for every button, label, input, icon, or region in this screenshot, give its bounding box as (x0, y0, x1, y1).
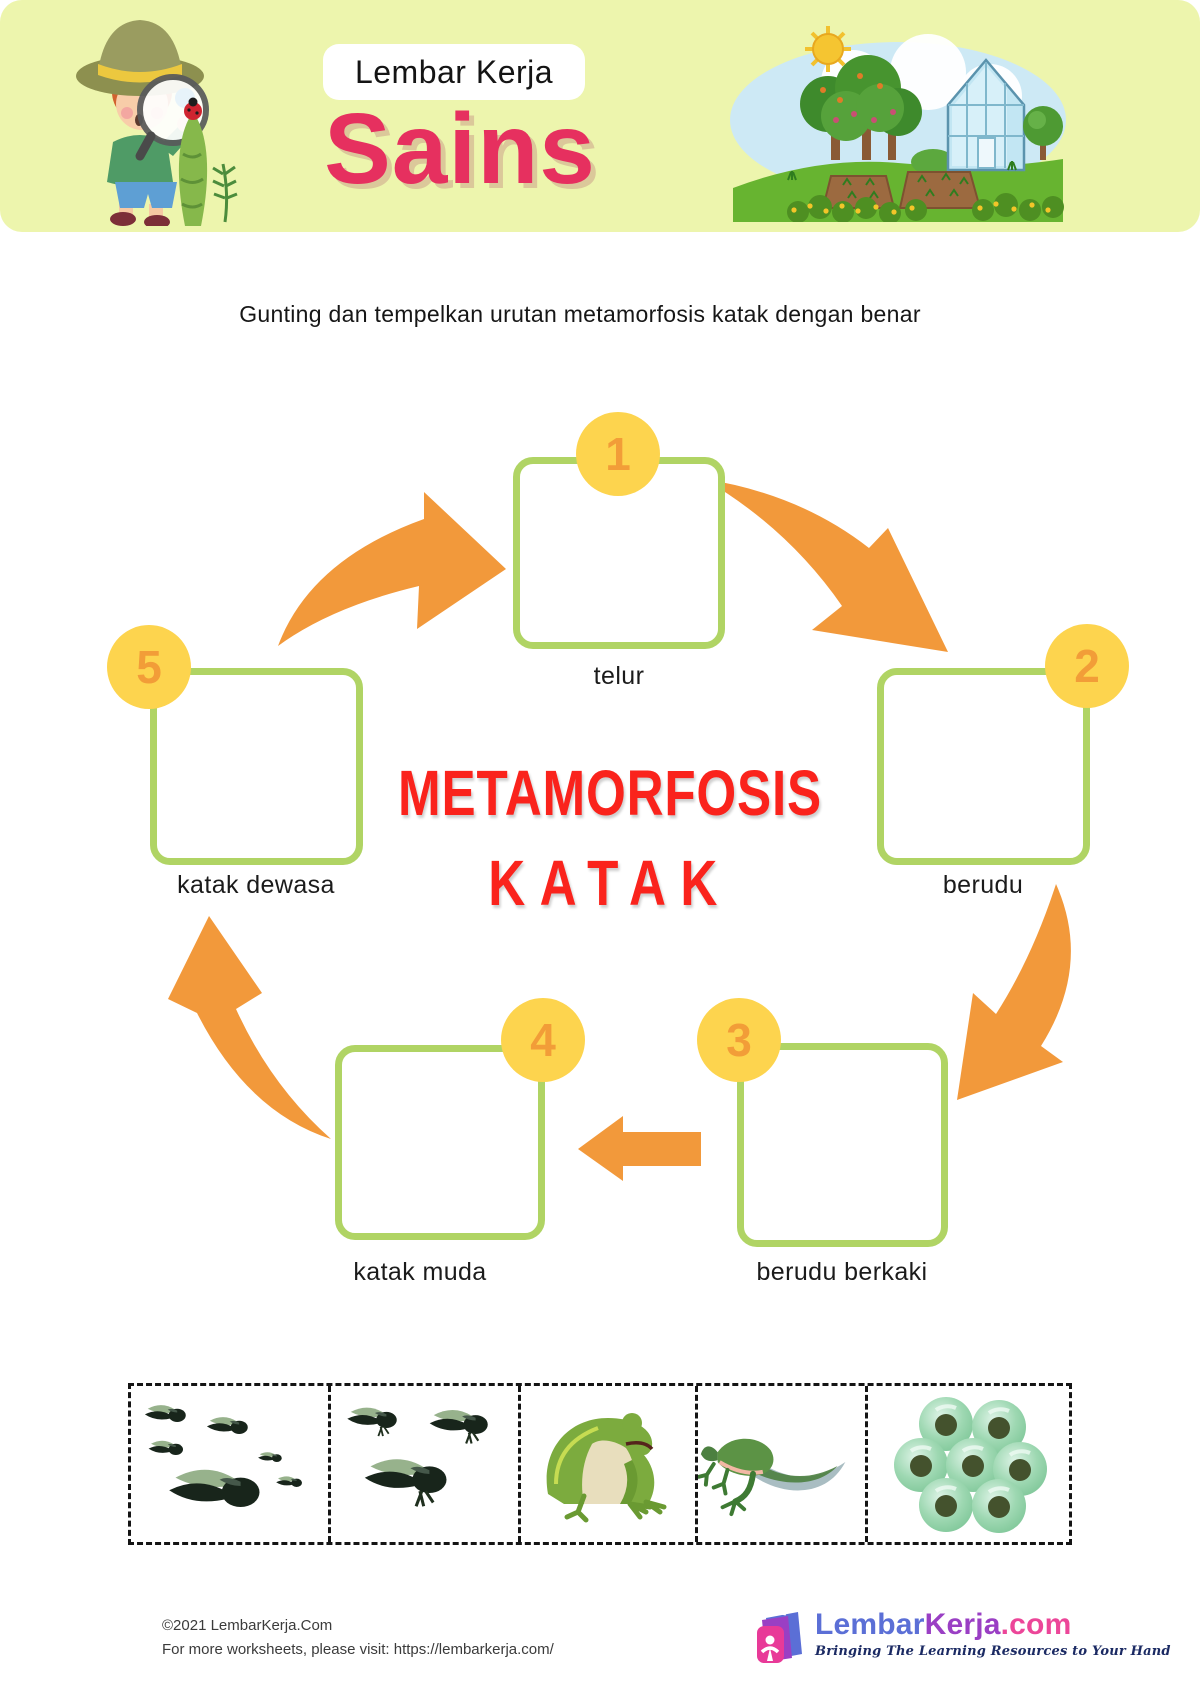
arrow-3-to-4-icon (578, 1116, 701, 1181)
cutout-card-adult-frog[interactable] (521, 1386, 698, 1542)
garden-greenhouse-illustration (730, 26, 1066, 222)
cycle-title-line1: METAMORFOSIS (398, 757, 822, 829)
step-number-badge-5: 5 (107, 625, 191, 709)
header-banner: Lembar Kerja Sains (0, 0, 1200, 232)
copyright-text: ©2021 LembarKerja.Com (162, 1617, 333, 1634)
answer-box-5[interactable] (150, 668, 363, 865)
froglet-with-tail-illustration (698, 1438, 846, 1517)
answer-box-4[interactable] (335, 1045, 545, 1240)
answer-box-3[interactable] (737, 1043, 948, 1247)
cutout-strip (128, 1383, 1072, 1545)
step-label-katak-muda: katak muda (353, 1258, 487, 1286)
instruction-text: Gunting dan tempelkan urutan metamorfosi… (239, 301, 921, 327)
worksheet-type-badge: Lembar Kerja (323, 44, 585, 100)
cutout-card-frog-eggs[interactable] (868, 1386, 1069, 1542)
arrow-1-to-2-icon (704, 479, 948, 652)
footer-credits: ©2021 LembarKerja.Com For more worksheet… (162, 1614, 554, 1662)
cutout-card-tadpoles-with-legs[interactable] (331, 1386, 521, 1542)
step-number-badge-1: 1 (576, 412, 660, 496)
lembarkerja-logo: LembarKerja.com Bringing The Learning Re… (752, 1608, 1171, 1666)
logo-part-com: .com (1000, 1608, 1072, 1641)
lembarkerja-logo-icon (757, 1611, 802, 1663)
tadpoles-with-legs-illustration (335, 1389, 515, 1539)
arrow-5-to-1-icon (278, 492, 506, 646)
frog-eggs-illustration (891, 1395, 1049, 1535)
logo-tagline: Bringing The Learning Resources to Your … (815, 1644, 1171, 1659)
step-label-berudu-berkaki: berudu berkaki (756, 1258, 928, 1286)
cycle-title-line2: KATAK (488, 847, 732, 919)
visit-text: For more worksheets, please visit: https… (162, 1641, 554, 1658)
tadpoles-illustration (144, 1405, 302, 1507)
adult-frog-illustration (546, 1412, 666, 1522)
step-label-telur: telur (593, 662, 645, 690)
step-number-badge-2: 2 (1045, 624, 1129, 708)
logo-part-lembar: Lembar (815, 1608, 925, 1641)
answer-box-2[interactable] (877, 668, 1090, 865)
step-number-badge-4: 4 (501, 998, 585, 1082)
step-label-katak-dewasa: katak dewasa (177, 871, 335, 899)
arrow-2-to-3-icon (957, 884, 1071, 1100)
boy-scientist-illustration (76, 20, 238, 226)
step-number-badge-3: 3 (697, 998, 781, 1082)
subject-title: Sains (324, 93, 596, 205)
lembarkerja-logo-text: LembarKerja.com (815, 1608, 1171, 1641)
arrow-4-to-5-icon (168, 916, 331, 1139)
logo-part-kerja: Kerja (924, 1608, 1001, 1641)
cycle-title: METAMORFOSIS KATAK (335, 756, 885, 920)
cutout-card-froglet-with-tail[interactable] (698, 1386, 868, 1542)
cutout-card-tadpoles[interactable] (131, 1386, 331, 1542)
